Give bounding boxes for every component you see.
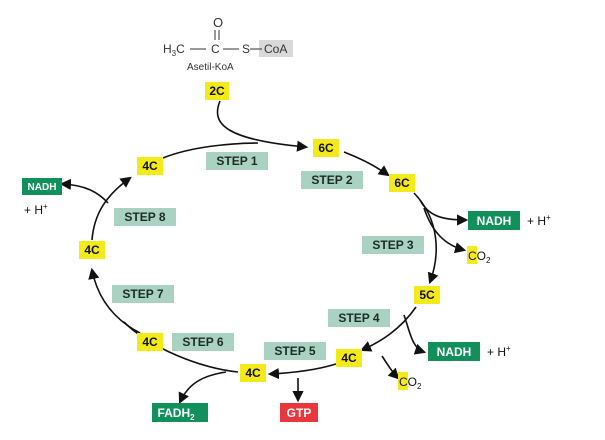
carbon-box-4c-step4 bbox=[336, 349, 362, 367]
sulfur-atom: S bbox=[242, 42, 250, 56]
carbon-label-4c-step5: 4C bbox=[245, 366, 261, 380]
fadh2-label: FADH2 bbox=[157, 406, 195, 422]
step-label-5: STEP 5 bbox=[274, 344, 315, 358]
step-box-6 bbox=[172, 333, 234, 351]
carbon-label-4c-step8: 4C bbox=[142, 159, 158, 173]
coa-box bbox=[259, 40, 293, 57]
carbon-label-6c-second: 6C bbox=[394, 176, 410, 190]
nadh-box-2 bbox=[428, 342, 480, 361]
products: NADH + H+ CO2 NADH + H+ CO2 GTP FADH2 NA… bbox=[22, 178, 551, 422]
acetyl-coa-structure: O H3C C S CoA Asetil-KoA bbox=[163, 15, 293, 73]
step-box-1 bbox=[206, 152, 268, 170]
oxygen-atom: O bbox=[213, 15, 223, 30]
carbon-label-4c-step6: 4C bbox=[142, 335, 158, 349]
co2-highlight-1 bbox=[467, 246, 477, 264]
arrow-6c-to-6c bbox=[343, 151, 390, 177]
carbon-box-4c-step5 bbox=[240, 364, 266, 382]
step-box-5 bbox=[264, 342, 326, 360]
carbon-box-6c-first bbox=[313, 139, 339, 157]
carbon-label-5c: 5C bbox=[419, 288, 435, 302]
nadh-label-3: NADH bbox=[28, 182, 57, 193]
nadh-proton-1: + H+ bbox=[527, 213, 551, 228]
nadh-proton-2: + H+ bbox=[487, 344, 511, 359]
co2-label-2: CO2 bbox=[399, 375, 422, 391]
arrow-4c-to-4c-left bbox=[88, 267, 141, 334]
nadh-box-3 bbox=[22, 178, 62, 195]
acetyl-coa-caption: Asetil-KoA bbox=[187, 62, 234, 73]
step-box-8 bbox=[114, 208, 176, 226]
arc-4c-to-4c-lower bbox=[123, 321, 239, 373]
step-label-3: STEP 3 bbox=[372, 238, 413, 252]
step-label-8: STEP 8 bbox=[124, 210, 165, 224]
carbon-boxes: 2C 6C 6C 5C 4C 4C 4C 4C 4C bbox=[79, 82, 440, 382]
arrow-to-fadh2 bbox=[178, 371, 227, 405]
arrow-to-co2-2 bbox=[381, 355, 400, 380]
carbon-label-6c-first: 6C bbox=[318, 141, 334, 155]
arrow-to-nadh-1 bbox=[419, 199, 469, 226]
arrow-4c-to-4c bbox=[267, 363, 337, 380]
gtp-box bbox=[280, 403, 318, 422]
step-box-2 bbox=[301, 171, 363, 189]
step-label-4: STEP 4 bbox=[338, 311, 379, 325]
step-label-2: STEP 2 bbox=[311, 173, 352, 187]
carbon-box-5c bbox=[414, 286, 440, 304]
gtp-label: GTP bbox=[287, 406, 312, 420]
carbon-box-4c-step7 bbox=[79, 241, 105, 259]
step-label-1: STEP 1 bbox=[216, 154, 257, 168]
co2-label-1: CO2 bbox=[468, 249, 491, 265]
arrow-to-co2-1 bbox=[423, 207, 467, 254]
carbon-box-4c-step8 bbox=[137, 157, 163, 175]
nadh-proton-3: + H+ bbox=[24, 202, 48, 217]
step-label-7: STEP 7 bbox=[122, 287, 163, 301]
step-box-7 bbox=[112, 285, 174, 303]
step-box-3 bbox=[362, 236, 424, 254]
nadh-label-2: NADH bbox=[437, 345, 472, 359]
carbon-label-4c-step4: 4C bbox=[341, 351, 357, 365]
step-box-4 bbox=[328, 309, 390, 327]
arrow-to-nadh-2 bbox=[403, 314, 427, 355]
nadh-label-1: NADH bbox=[477, 214, 512, 228]
carbon-box-entry bbox=[205, 82, 229, 100]
arrow-5c-to-4c bbox=[359, 306, 417, 352]
methyl-group: H3C bbox=[163, 42, 185, 58]
step-labels: STEP 1 STEP 2 STEP 3 STEP 4 STEP 5 STEP … bbox=[112, 152, 424, 360]
nadh-box-1 bbox=[468, 211, 520, 230]
arrow-entry-to-6c bbox=[216, 100, 309, 152]
cycle-arrows bbox=[88, 100, 439, 380]
co2-highlight-2 bbox=[398, 372, 408, 390]
carbonyl-carbon: C bbox=[211, 42, 220, 56]
arrow-to-nadh-3 bbox=[59, 178, 109, 204]
carbon-box-6c-second bbox=[389, 174, 415, 192]
fadh2-box bbox=[152, 403, 208, 422]
carbon-box-4c-step6 bbox=[137, 333, 163, 351]
carbon-label-entry: 2C bbox=[209, 84, 225, 98]
step-label-6: STEP 6 bbox=[182, 335, 223, 349]
coa-label: CoA bbox=[264, 42, 287, 56]
arc-4c-to-entry bbox=[162, 142, 259, 159]
arrow-4c-to-4c-upper bbox=[91, 176, 132, 241]
carbon-label-4c-step7: 4C bbox=[84, 243, 100, 257]
side-arrows bbox=[59, 178, 469, 405]
